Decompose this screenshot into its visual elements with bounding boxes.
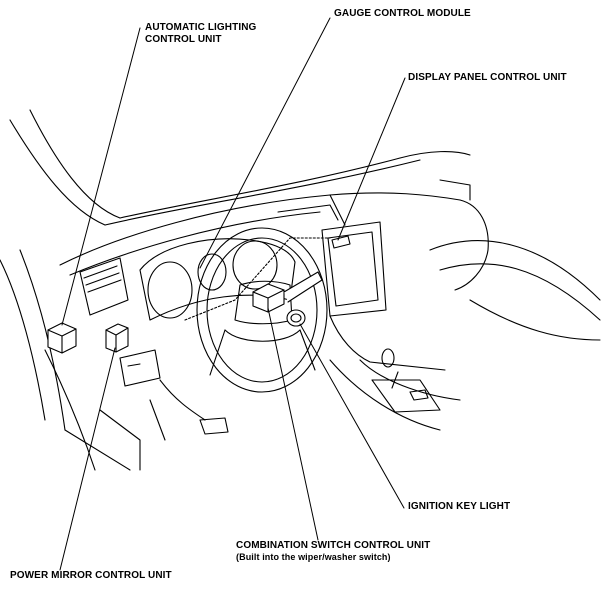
harness-dotted	[184, 237, 331, 321]
label-combination-switch-line2: (Built into the wiper/washer switch)	[236, 552, 391, 562]
label-combination-switch-control-unit: COMBINATION SWITCH CONTROL UNIT (Built i…	[236, 540, 430, 563]
label-automatic-lighting-control-unit: AUTOMATIC LIGHTING CONTROL UNIT	[145, 22, 256, 46]
combination-switch-unit-box	[252, 271, 323, 313]
leader-ignition-key	[299, 323, 405, 509]
lower-dash	[44, 349, 441, 471]
label-display-panel-control-unit: DISPLAY PANEL CONTROL UNIT	[408, 72, 567, 83]
leader-automatic-lighting	[61, 27, 141, 326]
leader-combination-switch	[267, 307, 319, 541]
label-ignition-key-light: IGNITION KEY LIGHT	[408, 501, 511, 512]
center-stack	[321, 221, 461, 413]
label-power-mirror-control-unit: POWER MIRROR CONTROL UNIT	[10, 570, 172, 581]
right-door	[429, 240, 601, 341]
leader-lines	[59, 17, 406, 571]
power-mirror-unit-box	[105, 323, 129, 353]
label-gauge-control-module: GAUGE CONTROL MODULE	[334, 8, 471, 19]
label-combination-switch-line1: COMBINATION SWITCH CONTROL UNIT	[236, 540, 431, 551]
label-automatic-lighting-line1: AUTOMATIC LIGHTING	[145, 22, 257, 33]
dashboard-top	[59, 179, 489, 291]
windshield-frame	[0, 109, 471, 431]
ignition-key-light	[286, 309, 306, 327]
label-automatic-lighting-line2: CONTROL UNIT	[145, 34, 222, 45]
leader-gauge-control	[199, 17, 331, 269]
leader-display-panel	[337, 77, 406, 241]
instrument-cluster	[139, 238, 296, 321]
display-panel-unit-marker	[331, 235, 351, 249]
leader-power-mirror	[59, 347, 116, 571]
left-vent	[79, 257, 129, 316]
automatic-lighting-unit-box	[47, 322, 77, 354]
